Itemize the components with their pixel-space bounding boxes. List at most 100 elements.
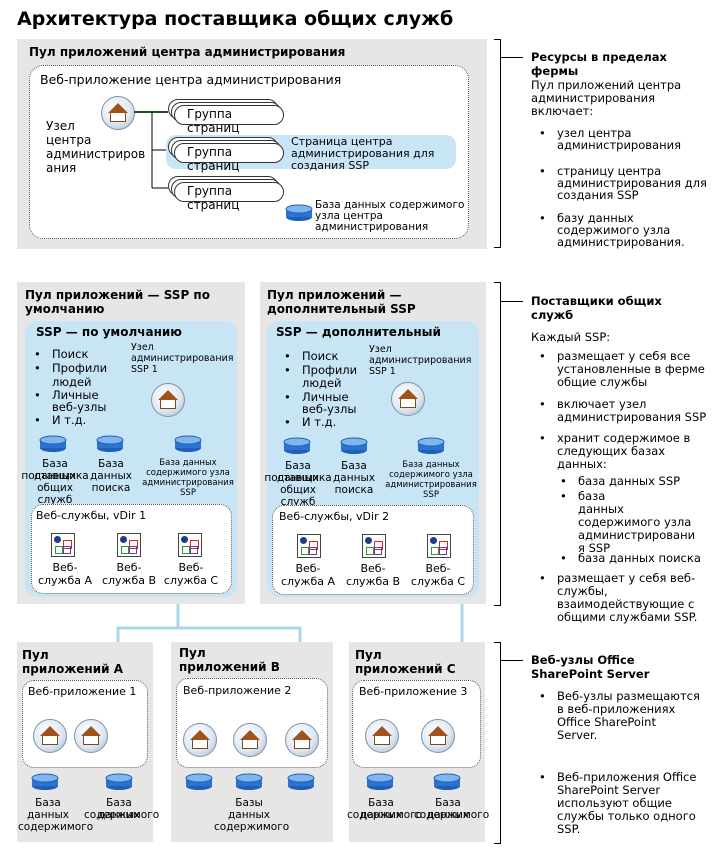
ssp2-ws-c-l1: Веб-: [425, 562, 451, 575]
admin-db-label-2: узла центра: [315, 210, 383, 222]
ssp2-db3-l1: База данных: [402, 460, 460, 470]
ssp2-provider-db-icon: [283, 437, 311, 454]
ssp-side-b3c: данных:: [557, 457, 607, 471]
farm-bullet-2b: администрирования для: [557, 176, 707, 190]
admin-node-label-4: ания: [46, 161, 77, 175]
app-pool-b-title-1: Пул: [179, 646, 206, 660]
app-pool-c-webapp-title: Веб-приложение 3: [359, 685, 468, 698]
admin-db-label-3: администрирования: [315, 221, 429, 233]
app-pool-a-db2-l2: содержимого: [84, 809, 160, 821]
ssp1-admin-node-icon: [151, 383, 185, 417]
ssp-default-title: SSP — по умолчанию: [36, 325, 182, 339]
farm-bullet-3b: содержимого узла: [557, 223, 671, 237]
app-pool-b-site2-icon: [233, 723, 267, 757]
ssp1-ws-a-l1: Веб-: [52, 561, 78, 574]
app-pool-c-db2-l1: База данных: [427, 797, 469, 821]
ssp2-ws-b-l1: Веб-: [360, 562, 386, 575]
ssp2-admin-db-icon: [417, 437, 445, 454]
ssp-side-b4b: службы,: [557, 584, 608, 598]
ssp2-admin-label-2: администрирования: [369, 355, 472, 366]
ssp1-ws-c-l1: Веб-: [178, 561, 204, 574]
ssp-side-sub1: база данных SSP: [560, 475, 680, 489]
admin-node-label-1: Узел: [46, 119, 75, 133]
ssp1-ws-c-l2: служба C: [163, 574, 219, 587]
sites-b1d: Server.: [557, 728, 598, 742]
ssp2-admin-label-3: SSP 1: [369, 366, 396, 377]
ssp2-db1-l2: поставщика: [264, 472, 332, 484]
sites-b1c: Office SharePoint: [557, 715, 656, 729]
ssp1-admin-label-3: SSP 1: [131, 364, 158, 375]
page-group-1: Группа страниц: [168, 99, 286, 135]
ssp1-ws-b-icon: [117, 533, 141, 557]
ssp2-db3-l3: администрирования: [385, 480, 477, 490]
app-pool-b-webapp-title: Веб-приложение 2: [183, 684, 292, 697]
ssp2-ws-b-l2: служба B: [345, 575, 401, 588]
app-pool-c-site2-icon: [421, 719, 455, 753]
app-pool-c-db1-l1: База данных: [360, 797, 402, 821]
ssp-page-label-1: Страница центра: [291, 135, 393, 148]
app-pool-a-db1-icon: [31, 773, 59, 790]
ssp1-admin-label-2: администрирования: [131, 353, 234, 364]
ssp-additional-title: SSP — дополнительный: [276, 325, 441, 339]
ssp2-ws-b-icon: [362, 534, 386, 558]
sites-b2b: SharePoint Server: [557, 783, 661, 797]
ssp1-db3-l3: администрирования: [142, 478, 234, 488]
ssp-side-b2: включает узел: [539, 398, 646, 412]
sites-b2c: используют общие: [557, 796, 672, 810]
sites-b1b: в веб-приложениях: [557, 702, 676, 716]
ssp-side-b1: размещает у себя все: [539, 350, 690, 364]
ssp-default-pool-title-1: Пул приложений — SSP по: [25, 288, 210, 302]
ssp1-db3-l2: содержимого узла: [146, 468, 230, 478]
ssp1-provider-db-icon: [39, 435, 67, 452]
ssp2-admin-node-icon: [391, 382, 425, 416]
app-pool-b-db-l1: Базы: [235, 797, 263, 809]
app-pool-b-site3-icon: [285, 723, 319, 757]
ssp2-db3-l2: содержимого узла: [389, 470, 473, 480]
app-pool-b-db1-icon: [185, 773, 213, 790]
app-pool-b-title-2: приложений B: [179, 660, 280, 674]
page-title: Архитектура поставщика общих служб: [17, 8, 454, 30]
ssp2-db1-l1: База данных: [277, 460, 319, 484]
admin-webapp-title: Веб-приложение центра администрирования: [40, 72, 342, 87]
ssp2-service-profiles-2: людей: [302, 376, 342, 390]
app-pool-a-db1-l1: База: [35, 797, 61, 809]
admin-node-icon: [101, 96, 135, 130]
farm-intro-1: Пул приложений центра: [531, 78, 682, 92]
ssp1-service-personal: Личные: [34, 389, 98, 403]
ssp1-db3-l4: SSP: [180, 488, 196, 498]
ssp1-service-search: Поиск: [34, 348, 89, 362]
ssp-side-b3b: следующих базах: [557, 444, 666, 458]
app-pool-c-db2-l2: содержимого: [414, 809, 490, 821]
sites-b2e: SSP.: [557, 822, 581, 836]
ssp2-ws-c-l2: служба C: [410, 575, 466, 588]
ssp2-ws-c-icon: [427, 534, 451, 558]
ssp2-db2-l1: База: [341, 460, 367, 472]
ssp2-ws-a-l1: Веб-: [295, 562, 321, 575]
ssp2-service-personal-2: веб-узлы: [302, 402, 357, 416]
ssp2-service-etc: И т.д.: [284, 416, 336, 430]
app-pool-c-site1-icon: [365, 719, 399, 753]
farm-intro-2: администрирования: [531, 91, 656, 105]
app-pool-b-db3-icon: [287, 773, 315, 790]
sites-b2: Веб-приложения Office: [539, 771, 697, 785]
app-pool-a-webapp-title: Веб-приложение 1: [28, 685, 137, 698]
app-pool-b-db-l3: содержимого: [214, 821, 290, 833]
app-pool-a-db1-l3: содержимого: [18, 821, 94, 833]
app-pool-a-db2-l1: База данных: [98, 797, 140, 821]
app-pool-c-db2-icon: [433, 773, 461, 790]
ssp1-db3-l1: База данных: [159, 458, 217, 468]
ssp-side-b1b: установленные в ферме: [557, 362, 705, 376]
ssp1-admin-db-icon: [174, 435, 202, 452]
app-pool-c-db1-l2: содержимого: [347, 809, 423, 821]
sites-title-2: SharePoint Server: [531, 667, 650, 681]
farm-bullet-1: узел центра: [539, 127, 632, 141]
ssp2-ws-a-l2: служба A: [280, 575, 336, 588]
sites-b1: Веб-узлы размещаются: [539, 690, 700, 704]
ssp-additional-pool-title-2: дополнительный SSP: [267, 302, 416, 316]
ssp-side-b3: хранит содержимое в: [539, 432, 690, 446]
app-pool-a-db2-icon: [105, 773, 133, 790]
sites-title-1: Веб-узлы Office: [531, 653, 635, 667]
ssp1-admin-label-1: Узел: [131, 342, 154, 353]
ssp1-db1-l1: База данных: [34, 458, 76, 482]
farm-bullet-2: страницу центра: [539, 165, 661, 179]
